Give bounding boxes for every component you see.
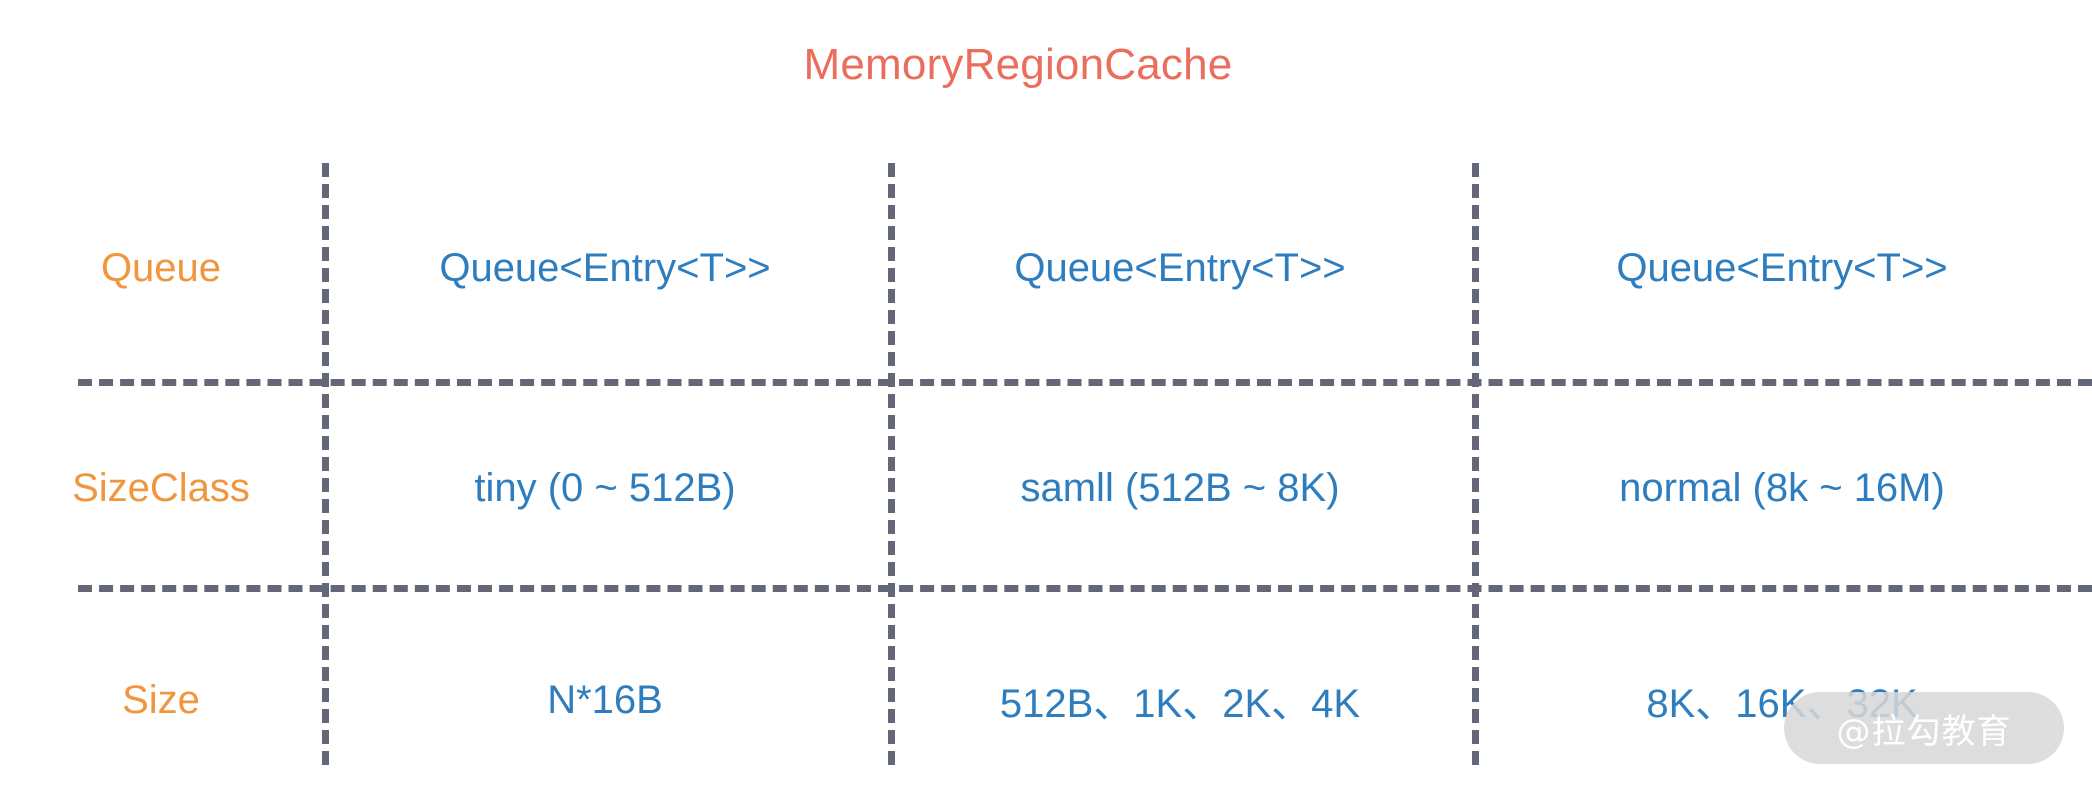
cell-queue-small: Queue<Entry<T>> bbox=[1014, 245, 1346, 290]
table-row: Queue Queue<Entry<T>> Queue<Entry<T>> Qu… bbox=[0, 168, 2092, 368]
watermark-text: @拉勾教育 bbox=[1836, 711, 2012, 752]
cell-size-small: 512B、1K、2K、4K bbox=[999, 682, 1361, 726]
row-label-queue: Queue bbox=[100, 245, 222, 290]
cell-sizeclass-normal: normal (8k ~ 16M) bbox=[1619, 465, 1945, 510]
table-row: SizeClass tiny (0 ~ 512B) samll (512B ~ … bbox=[0, 388, 2092, 588]
cell-queue-tiny: Queue<Entry<T>> bbox=[439, 245, 771, 290]
cell-sizeclass-tiny: tiny (0 ~ 512B) bbox=[474, 465, 736, 510]
vertical-divider-2 bbox=[888, 163, 895, 765]
cell-sizeclass-small: samll (512B ~ 8K) bbox=[1020, 465, 1340, 510]
cell-size-tiny: N*16B bbox=[547, 677, 663, 722]
comparison-table: Queue Queue<Entry<T>> Queue<Entry<T>> Qu… bbox=[0, 160, 2092, 768]
horizontal-divider-1 bbox=[78, 379, 2092, 386]
row-label-size: Size bbox=[122, 677, 200, 722]
watermark-badge: @拉勾教育 bbox=[1784, 692, 2064, 764]
vertical-divider-3 bbox=[1472, 163, 1479, 765]
cell-queue-normal: Queue<Entry<T>> bbox=[1616, 245, 1948, 290]
table-row: Size N*16B 512B、1K、2K、4K 8K、16K、32K bbox=[0, 600, 2092, 792]
vertical-divider-1 bbox=[322, 163, 329, 765]
row-label-sizeclass: SizeClass bbox=[72, 465, 250, 510]
page-title: MemoryRegionCache bbox=[803, 40, 1233, 89]
horizontal-divider-2 bbox=[78, 585, 2092, 592]
